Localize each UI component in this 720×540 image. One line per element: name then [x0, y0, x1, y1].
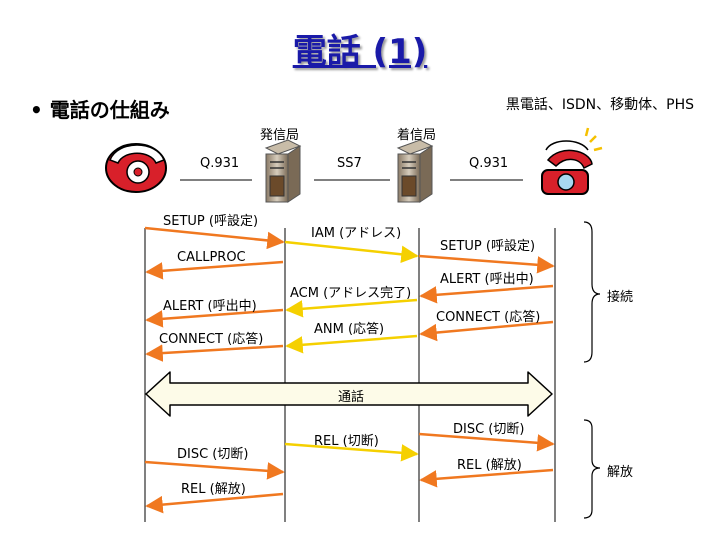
- connect-brace: [583, 221, 601, 363]
- terminating-exchange-label: 着信局: [397, 128, 437, 143]
- link-label-q931-left: Q.931: [200, 156, 240, 171]
- msg-rel-middle: REL (切断): [314, 434, 379, 449]
- connect-arrow-left: [145, 344, 284, 362]
- server-cabinet-icon: [396, 139, 434, 203]
- iam-arrow: [284, 240, 419, 264]
- alert-arrow-left: [145, 308, 284, 328]
- call-double-arrow: [145, 371, 553, 417]
- disc-arrow-left: [144, 460, 285, 480]
- setup-arrow-right: [418, 254, 555, 274]
- originating-exchange-label: 発信局: [260, 128, 300, 143]
- msg-connect-right: CONNECT (応答): [436, 310, 541, 325]
- msg-connect-left: CONNECT (応答): [159, 332, 264, 347]
- msg-iam: IAM (アドレス): [311, 226, 402, 241]
- msg-callproc: CALLPROC: [177, 250, 246, 265]
- anm-arrow: [285, 334, 418, 354]
- rel-arrow-right: [419, 468, 554, 488]
- msg-alert-right: ALERT (呼出中): [440, 272, 534, 287]
- page-title: 電話 (1): [292, 32, 428, 72]
- release-brace: [583, 419, 601, 519]
- red-telephone-icon: [105, 143, 167, 193]
- link-label-ss7: SS7: [337, 156, 362, 171]
- msg-call: 通話: [338, 390, 365, 405]
- link-label-q931-right: Q.931: [469, 156, 509, 171]
- disc-arrow-right: [418, 432, 555, 452]
- acm-arrow: [285, 298, 418, 318]
- ringing-telephone-icon: [541, 127, 603, 195]
- callproc-arrow: [145, 260, 284, 280]
- phase-release-label: 解放: [607, 465, 634, 480]
- msg-disc-right: DISC (切断): [453, 422, 525, 437]
- msg-acm: ACM (アドレス完了): [290, 286, 412, 301]
- rel-arrow-middle: [284, 442, 419, 462]
- timelines: [144, 228, 556, 522]
- message-arrows: [144, 226, 555, 514]
- alert-arrow-right: [419, 284, 554, 304]
- msg-alert-left: ALERT (呼出中): [163, 299, 257, 314]
- subtitle: 黒電話、ISDN、移動体、PHS: [505, 97, 694, 113]
- server-cabinet-icon: [264, 139, 302, 203]
- msg-setup-right: SETUP (呼設定): [440, 239, 536, 254]
- setup-arrow: [144, 226, 285, 250]
- msg-setup-left: SETUP (呼設定): [163, 214, 259, 229]
- rel-arrow-left: [145, 492, 284, 514]
- connect-arrow-right: [419, 320, 554, 342]
- bullet-heading: • 電話の仕組み: [30, 98, 170, 122]
- phase-connect-label: 接続: [607, 290, 634, 305]
- msg-disc-left: DISC (切断): [177, 447, 249, 462]
- msg-rel-right: REL (解放): [457, 458, 522, 473]
- msg-rel-left: REL (解放): [181, 482, 246, 497]
- msg-anm: ANM (応答): [314, 322, 385, 337]
